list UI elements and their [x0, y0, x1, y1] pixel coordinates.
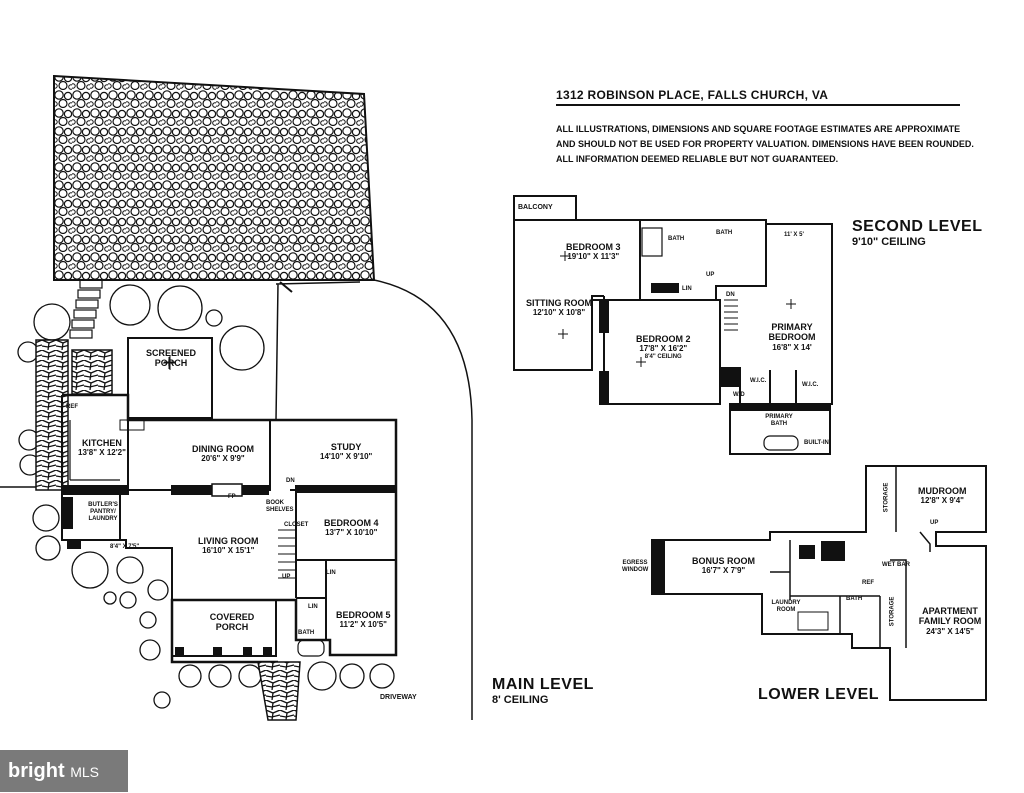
sitting-room-dims: 12'10" X 10'8": [532, 308, 586, 318]
bedroom-3-name: BEDROOM 3: [566, 242, 621, 252]
bedroom-2-label: BEDROOM 2 17'8" X 16'2" 8'4" CEILING: [636, 334, 691, 360]
bedroom-4-label: BEDROOM 4 13'7" X 10'10": [324, 518, 379, 538]
bedroom-5-name: BEDROOM 5: [336, 610, 391, 620]
disclaimer-line-2: AND SHOULD NOT BE USED FOR PROPERTY VALU…: [556, 139, 974, 149]
main-level-ceiling: 8' CEILING: [492, 694, 549, 706]
lower-up-label: UP: [930, 520, 939, 526]
storage-2-label: STORAGE: [889, 596, 896, 627]
main-bath-label: BATH: [298, 630, 315, 636]
butlers-pantry-dims: 8'4" X 7'5": [110, 544, 140, 550]
bonus-room-label: BONUS ROOM 16'7" X 7'9": [692, 556, 755, 576]
main-level-name: MAIN LEVEL: [492, 676, 594, 693]
bonus-room-dims: 16'7" X 7'9": [701, 566, 746, 576]
second-level-ceiling: 9'10" CEILING: [852, 236, 926, 248]
second-up-label: UP: [706, 272, 715, 278]
second-level-name: SECOND LEVEL: [852, 218, 983, 235]
kitchen-dims: 13'8" X 12'2": [78, 448, 126, 458]
main-linen-2-label: LIN: [326, 570, 336, 576]
bonus-room-name: BONUS ROOM: [692, 556, 755, 566]
living-room-dims: 16'10" X 15'1": [202, 546, 255, 556]
lower-bath-label: BATH: [846, 596, 863, 602]
dining-room-name: DINING ROOM: [192, 444, 254, 454]
kitchen-label: KITCHEN 13'8" X 12'2": [78, 438, 126, 458]
bright-mls-logo: bright MLS: [0, 750, 128, 792]
disclaimer-line-1: ALL ILLUSTRATIONS, DIMENSIONS AND SQUARE…: [556, 124, 961, 134]
logo-brand: bright: [8, 760, 65, 782]
sitting-room-name: SITTING ROOM: [526, 298, 592, 308]
washer-dryer-label: W/D: [733, 392, 745, 398]
disclaimer: ALL ILLUSTRATIONS, DIMENSIONS AND SQUARE…: [556, 122, 1016, 167]
sitting-room-label: SITTING ROOM 12'10" X 10'8": [526, 298, 592, 318]
primary-bath-label: PRIMARY BATH: [765, 414, 793, 427]
second-bath-2-label: BATH: [716, 230, 733, 236]
second-down-label: DN: [726, 292, 735, 298]
title-underline: [556, 104, 960, 106]
study-label: STUDY 14'10" X 9'10": [320, 442, 372, 462]
bedroom-3-dims: 19'10" X 11'3": [567, 252, 620, 262]
main-level-plan: [0, 74, 473, 721]
main-down-label: DN: [286, 478, 295, 484]
apartment-family-room-label: APARTMENT FAMILY ROOM 24'3" X 14'5": [914, 606, 986, 636]
apartment-family-room-name: APARTMENT FAMILY ROOM: [918, 606, 982, 627]
dining-room-dims: 20'6" X 9'9": [201, 454, 245, 464]
lower-ref-label: REF: [862, 580, 874, 586]
second-bath-1-label: BATH: [668, 236, 685, 242]
bedroom-4-name: BEDROOM 4: [324, 518, 379, 528]
driveway-label: DRIVEWAY: [380, 694, 417, 701]
address-title: 1312 ROBINSON PLACE, FALLS CHURCH, VA: [556, 88, 829, 102]
bedroom-5-dims: 11'2" X 10'5": [339, 620, 387, 630]
apartment-family-room-dims: 24'3" X 14'5": [926, 626, 974, 636]
main-up-label: UP: [282, 574, 291, 580]
wet-bar-label: WET BAR: [882, 562, 910, 568]
second-linen-label: LIN: [682, 286, 692, 292]
closet-label: CLOSET: [284, 522, 309, 528]
bedroom-2-name: BEDROOM 2: [636, 334, 691, 344]
living-room-label: LIVING ROOM 16'10" X 15'1": [198, 536, 259, 556]
storage-1-label: STORAGE: [883, 482, 890, 513]
book-shelves-label: BOOK SHELVES: [266, 500, 294, 513]
closet-dims-label: 11' X 5': [784, 232, 804, 238]
primary-bedroom-dims: 16'8" X 14': [772, 342, 812, 352]
balcony-label: BALCONY: [518, 204, 553, 211]
wic-1-label: W.I.C.: [750, 378, 767, 384]
butlers-pantry-label: BUTLER'S PANTRY/ LAUNDRY: [88, 502, 118, 522]
laundry-room-label: LAUNDRY ROOM: [771, 600, 801, 613]
bedroom-5-label: BEDROOM 5 11'2" X 10'5": [336, 610, 391, 630]
lower-level-plan: [651, 465, 987, 701]
lower-level-label: LOWER LEVEL: [758, 686, 879, 704]
main-linen-label: LIN: [308, 604, 318, 610]
mudroom-label: MUDROOM 12'8" X 9'4": [918, 486, 967, 506]
living-room-name: LIVING ROOM: [198, 536, 259, 546]
lower-level-name: LOWER LEVEL: [758, 686, 880, 703]
bedroom-2-dims: 17'8" X 16'2": [639, 344, 688, 354]
dining-room-label: DINING ROOM 20'6" X 9'9": [192, 444, 254, 464]
kitchen-name: KITCHEN: [81, 438, 122, 448]
stone-patio: [53, 74, 376, 281]
study-name: STUDY: [330, 442, 362, 452]
screened-porch-label: SCREENED PORCH: [146, 348, 197, 369]
wic-2-label: W.I.C.: [802, 382, 819, 388]
egress-window-label: EGRESS WINDOW: [622, 560, 649, 573]
mudroom-name: MUDROOM: [918, 486, 967, 496]
primary-bedroom-name: PRIMARY BEDROOM: [768, 322, 816, 343]
main-level-label: MAIN LEVEL 8' CEILING: [492, 676, 594, 706]
second-level-plan: [513, 195, 833, 455]
primary-bedroom-label: PRIMARY BEDROOM 16'8" X 14': [766, 322, 818, 352]
bedroom-3-label: BEDROOM 3 19'10" X 11'3": [566, 242, 621, 262]
bedroom-2-note: 8'4" CEILING: [644, 353, 682, 360]
fireplace-label: FP: [228, 494, 236, 500]
built-in-label: BUILT-IN: [804, 440, 829, 446]
logo-suffix: MLS: [70, 764, 100, 780]
covered-porch-label: COVERED PORCH: [209, 612, 255, 633]
disclaimer-line-3: ALL INFORMATION DEEMED RELIABLE BUT NOT …: [556, 154, 839, 164]
main-ref-label: REF: [66, 404, 78, 410]
second-level-label: SECOND LEVEL 9'10" CEILING: [852, 218, 982, 248]
study-dims: 14'10" X 9'10": [320, 452, 373, 462]
bedroom-4-dims: 13'7" X 10'10": [325, 528, 378, 538]
mudroom-dims: 12'8" X 9'4": [920, 496, 964, 506]
